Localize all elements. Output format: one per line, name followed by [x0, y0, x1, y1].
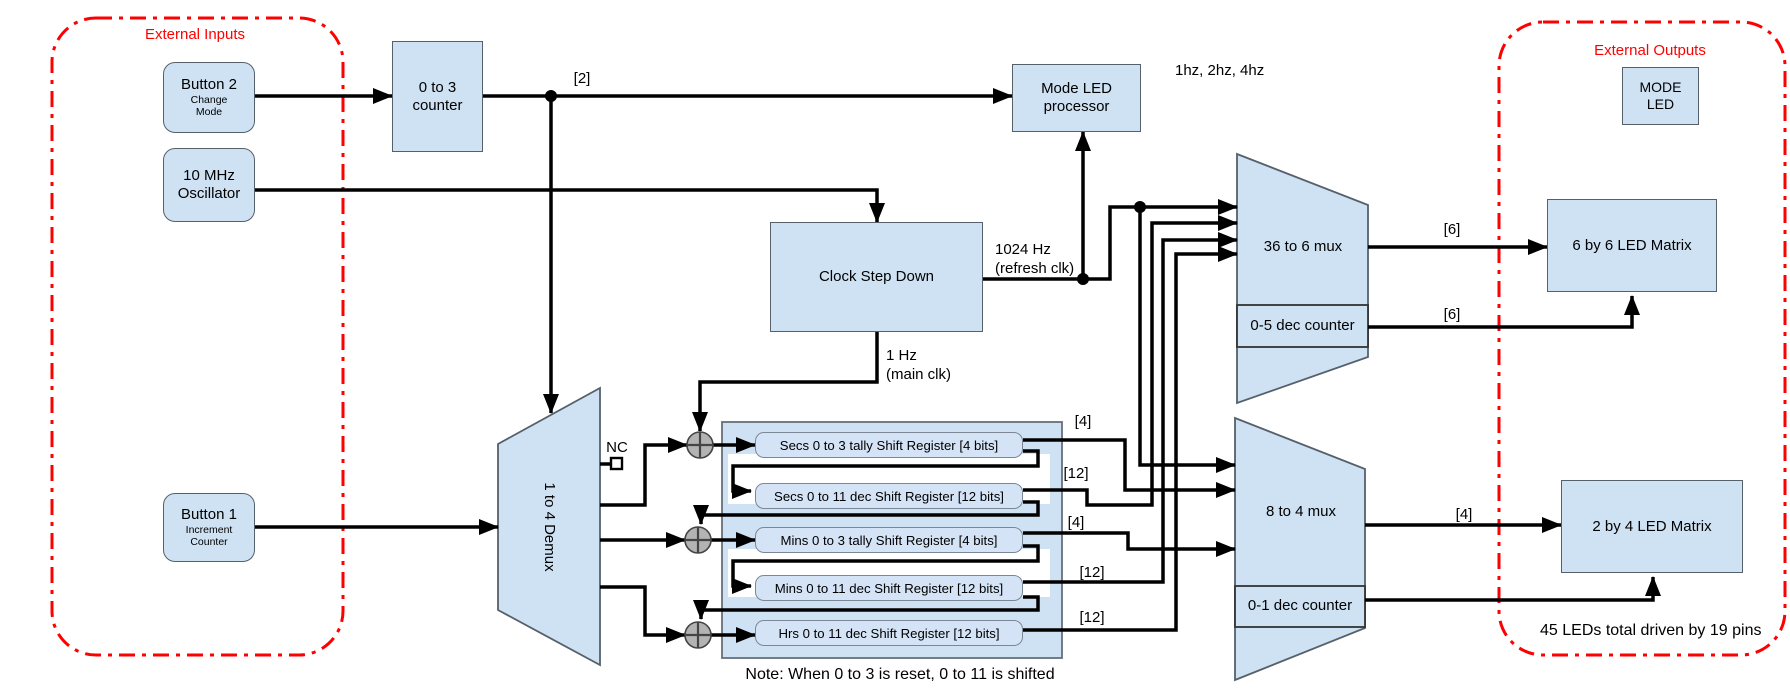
main-clk-label-line1: 1 Hz [886, 347, 917, 364]
clock-step-down-label: Clock Step Down [818, 268, 935, 286]
wire-demux-secs [600, 437, 688, 507]
wire-refresh-to-mux36 [1083, 199, 1238, 281]
button2-title: Button 2 [181, 76, 237, 94]
dec-counter-0-1-label: 0-1 dec counter [1247, 597, 1353, 615]
dec-counter-0-5-label: 0-5 dec counter [1250, 317, 1355, 335]
counter-0-3-block: 0 to 3 counter [392, 41, 483, 152]
bus-label-secs-dec: [12] [1063, 465, 1089, 482]
led-matrix-6x6-label: 6 by 6 LED Matrix [1572, 236, 1692, 254]
adder-hrs-icon [684, 621, 712, 649]
button2-block[interactable]: Button 2 Change Mode [163, 62, 255, 133]
wire-secs-carry [693, 500, 1040, 525]
button1-sub2: Counter [190, 536, 228, 549]
counter-0-3-line1: 0 to 3 [418, 78, 457, 96]
freq-label: 1hz, 2hz, 4hz [1175, 62, 1265, 79]
oscillator-block: 10 MHz Oscillator [163, 148, 255, 222]
bus-label-mux8-out: [4] [1455, 506, 1473, 523]
adder-mins-icon [684, 526, 712, 554]
mux8-shape [1234, 416, 1366, 682]
external-outputs-label: External Outputs [1594, 42, 1706, 59]
bus-label-mode: [2] [573, 70, 591, 87]
register-mins-tally: Mins 0 to 3 tally Shift Register [4 bits… [755, 527, 1023, 553]
button1-title: Button 1 [181, 506, 237, 524]
register-mins-dec: Mins 0 to 11 dec Shift Register [12 bits… [755, 575, 1023, 601]
register-secs-dec: Secs 0 to 11 dec Shift Register [12 bits… [755, 483, 1023, 509]
wire-dec05-out [1368, 295, 1640, 329]
wire-demux-hrs [600, 585, 686, 643]
external-outputs-boundary [1497, 20, 1787, 657]
bus-label-dec05-out: [6] [1443, 306, 1461, 323]
button1-sub1: Increment [185, 523, 233, 536]
mode-led-processor-block: Mode LED processor [1012, 64, 1141, 132]
button2-sub2: Mode [195, 106, 223, 119]
mode-led-processor-line1: Mode LED [1041, 80, 1112, 98]
nc-terminal-icon [609, 456, 624, 471]
bus-label-secs-tally: [4] [1074, 413, 1092, 430]
refresh-clk-label-line1: 1024 Hz [995, 241, 1051, 258]
adder-secs-icon [686, 431, 714, 459]
wire-dec01-out [1365, 576, 1661, 602]
mode-led-line2: LED [1646, 96, 1675, 112]
external-inputs-label: External Inputs [144, 26, 246, 43]
dec-counter-0-1-shape [1234, 585, 1366, 628]
led-matrix-2x4-label: 2 by 4 LED Matrix [1592, 517, 1712, 535]
wire-mins-tally-bus [1023, 531, 1236, 557]
mux36-shape [1236, 152, 1369, 405]
led-matrix-6x6-block: 6 by 6 LED Matrix [1547, 199, 1717, 292]
clock-step-down-block: Clock Step Down [770, 222, 983, 332]
wire-secs-dec-bus [1023, 215, 1238, 507]
main-clk-label-line2: (main clk) [886, 366, 952, 383]
wire-hrs-dec-bus [1023, 246, 1238, 632]
wiring [255, 88, 1661, 643]
wire-mins-dec-bus [1023, 232, 1238, 584]
oscillator-line1: 10 MHz [183, 167, 235, 185]
nc-label: NC [606, 439, 628, 456]
register-secs-tally: Secs 0 to 3 tally Shift Register [4 bits… [755, 432, 1023, 458]
button2-sub1: Change [190, 93, 228, 106]
led-matrix-2x4-block: 2 by 4 LED Matrix [1561, 480, 1743, 573]
counter-0-3-line2: counter [412, 96, 463, 114]
mux8-label: 8 to 4 mux [1265, 503, 1337, 521]
wire-osc-to-clockstep [255, 188, 885, 223]
pins-note: 45 LEDs total driven by 19 pins [1540, 622, 1762, 639]
wire-mainclk [692, 331, 879, 432]
bus-label-hrs-dec: [12] [1079, 609, 1105, 626]
adder-icons [684, 431, 714, 649]
wire-refresh-to-mux8 [1138, 207, 1236, 473]
register-hrs-dec: Hrs 0 to 11 dec Shift Register [12 bits] [755, 620, 1023, 646]
wire-secs-tally-bus [1023, 438, 1236, 498]
wire-secs-tally-loop [731, 449, 1040, 499]
demux-shape [497, 386, 601, 667]
bus-label-mins-dec: [12] [1079, 564, 1105, 581]
mode-led-block: MODE LED [1622, 67, 1699, 125]
mux36-label: 36 to 6 mux [1263, 238, 1343, 256]
demux-label: 1 to 4 Demux [540, 482, 558, 572]
bus-label-mins-tally: [4] [1067, 514, 1085, 531]
mode-led-line1: MODE [1639, 79, 1682, 96]
mode-led-processor-line2: processor [1043, 98, 1110, 115]
wire-mins-carry [693, 595, 1040, 620]
junction-dots [545, 90, 1146, 285]
bus-label-mux36-out: [6] [1443, 221, 1461, 238]
oscillator-line2: Oscillator [177, 185, 241, 202]
refresh-clk-label-line2: (refresh clk) [995, 260, 1075, 277]
wire-mins-tally-loop [731, 544, 1040, 594]
shift-note: Note: When 0 to 3 is reset, 0 to 11 is s… [745, 666, 1055, 683]
button1-block[interactable]: Button 1 Increment Counter [163, 493, 255, 562]
external-inputs-boundary [50, 16, 345, 657]
